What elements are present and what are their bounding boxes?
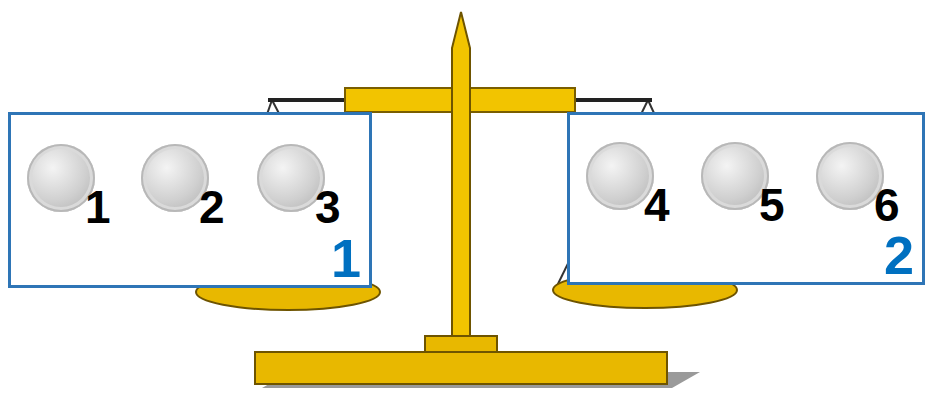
pillar-foot [425,336,497,352]
pan-panel: 2456 [567,112,925,285]
coin-number: 5 [759,182,785,228]
coin: 5 [701,142,769,210]
coin-number: 6 [874,182,900,228]
coin: 6 [816,142,884,210]
coin: 3 [257,144,325,212]
coin: 4 [586,142,654,210]
coin-number: 2 [199,184,225,230]
coin: 1 [27,144,95,212]
panel-number: 2 [884,228,914,282]
pan-panel: 1123 [8,112,372,288]
base [255,352,667,384]
panel-number: 1 [331,231,361,285]
coin: 2 [141,144,209,212]
coin-number: 4 [644,182,670,228]
coin-number: 1 [85,184,111,230]
pillar [452,12,470,340]
coin-number: 3 [315,184,341,230]
